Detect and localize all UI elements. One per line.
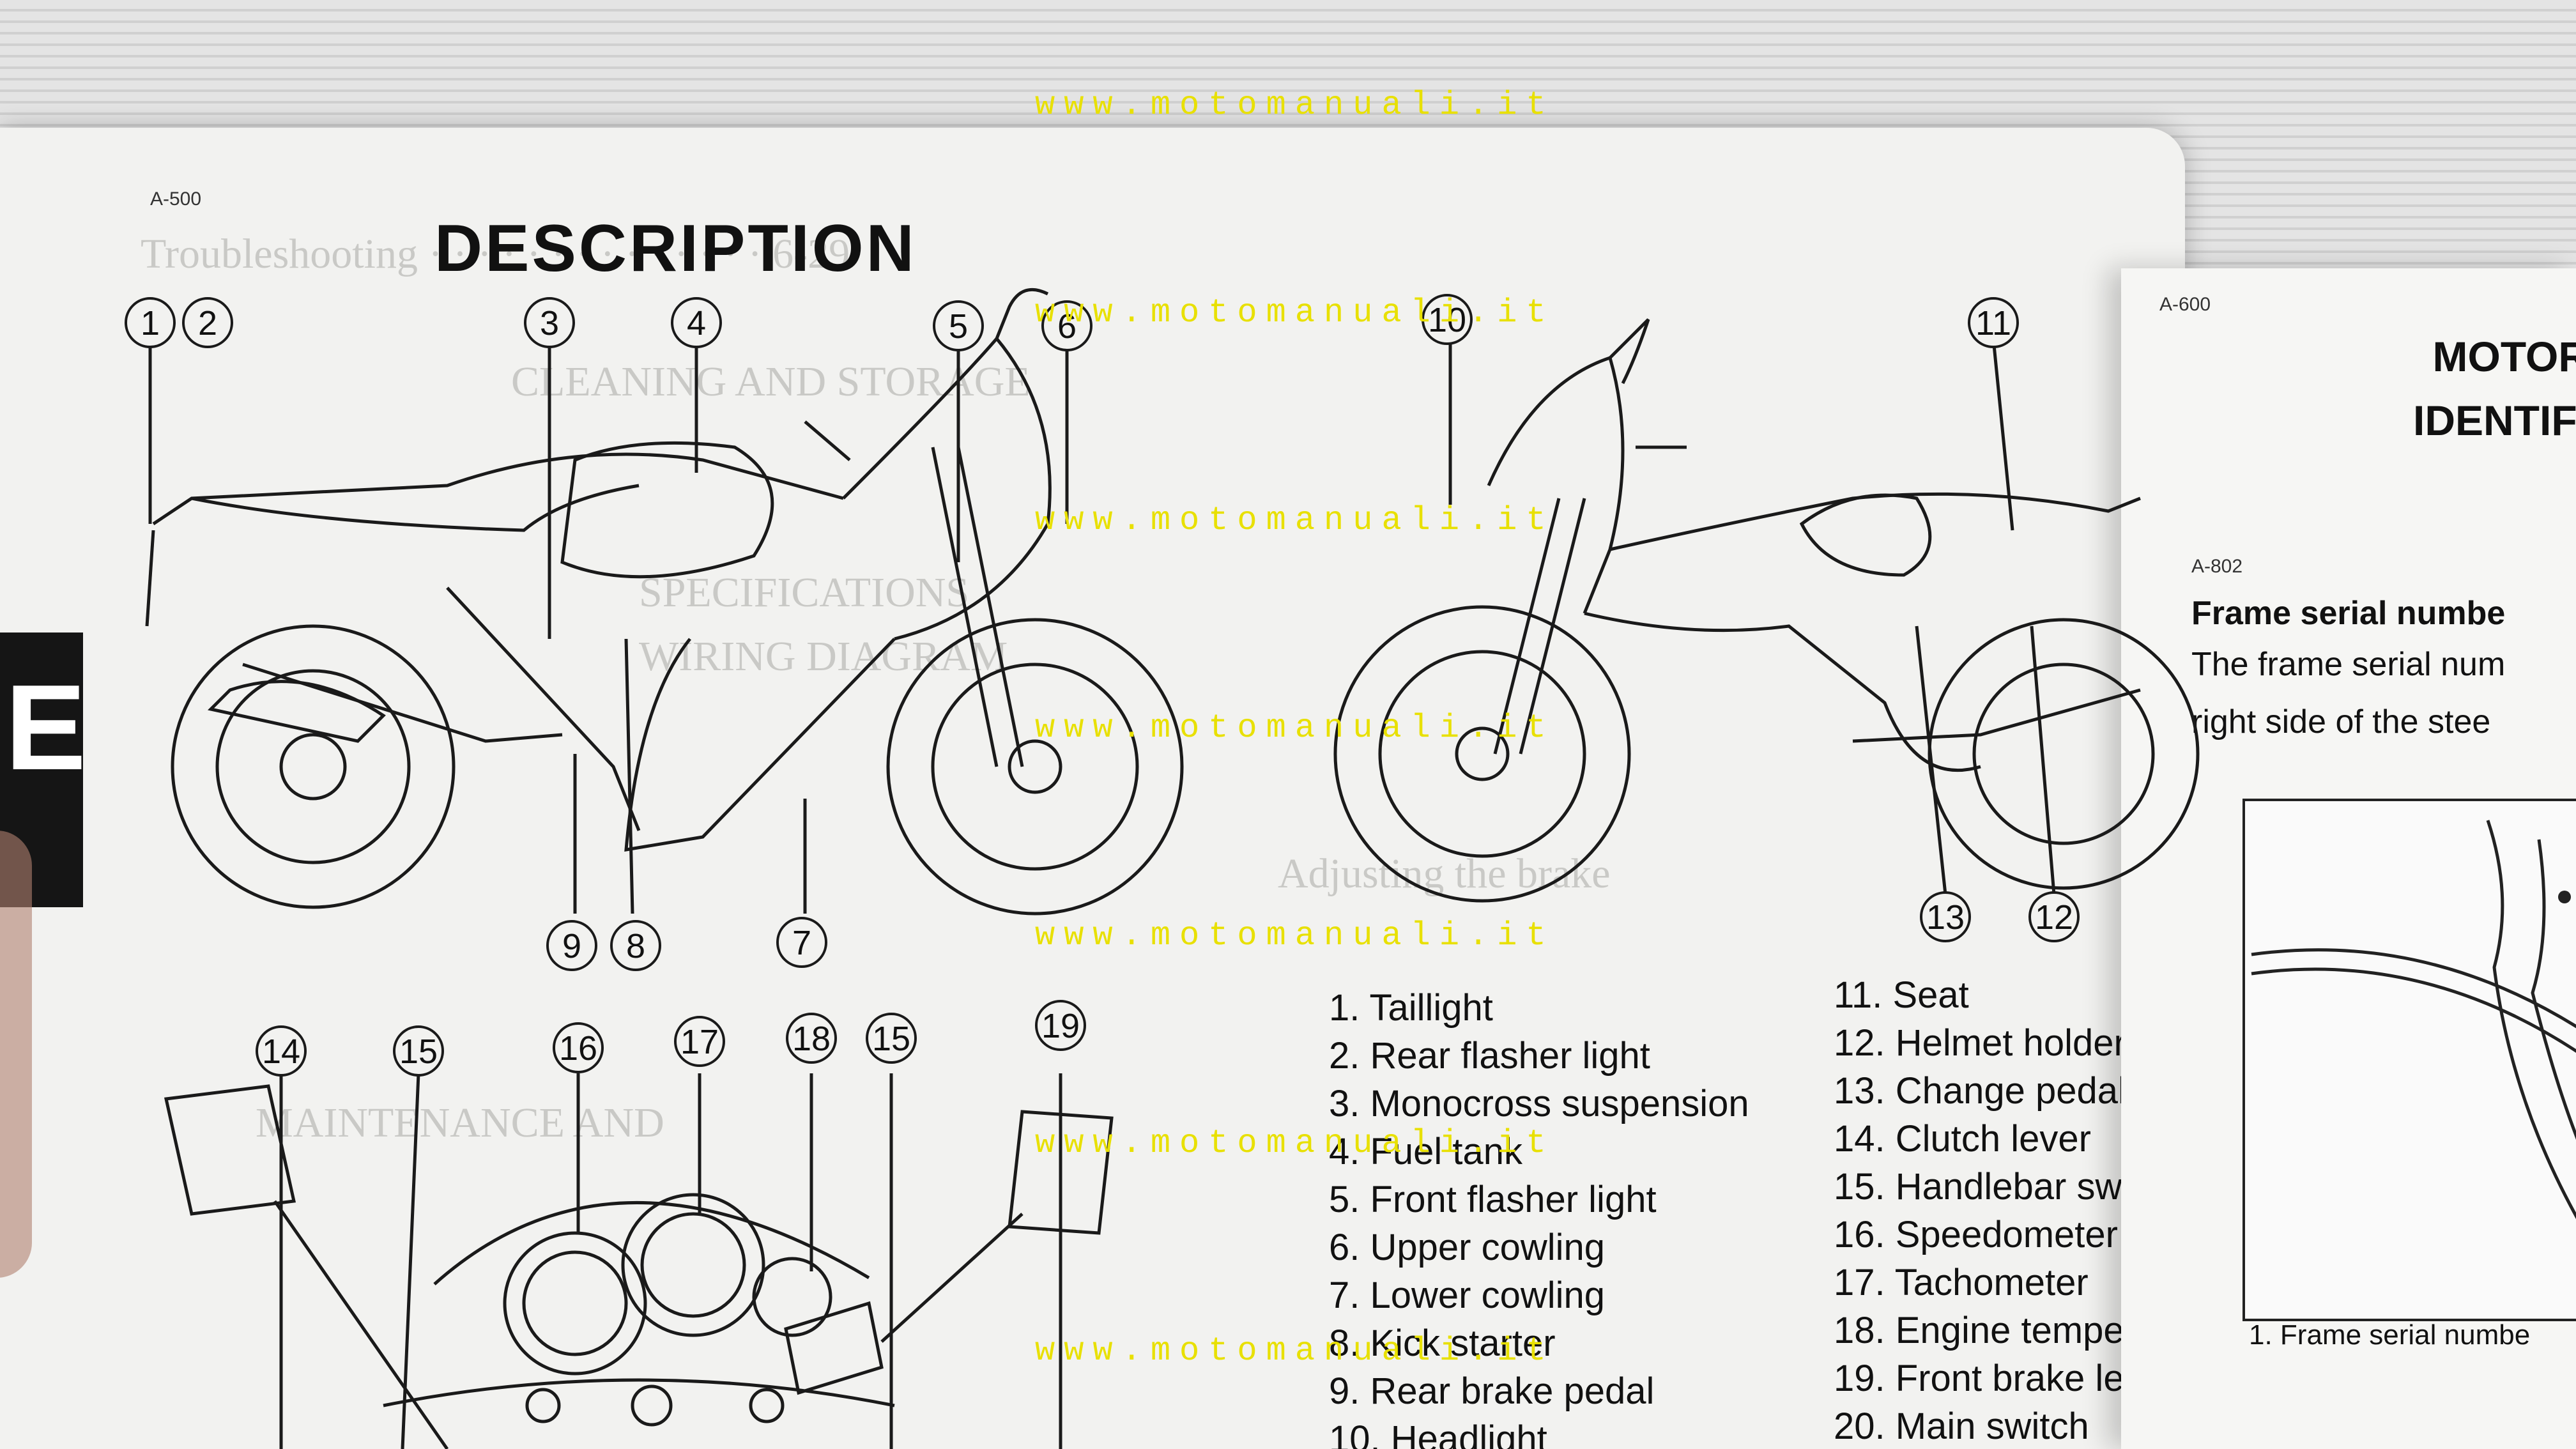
- body-text: right side of the stee: [2191, 703, 2491, 740]
- finger-thumb: [0, 831, 32, 1278]
- legend-item: 8. Kick starter: [1329, 1322, 1556, 1364]
- callout-marker: [933, 300, 984, 351]
- body-text: The frame serial num: [2191, 646, 2506, 683]
- legend-item: 3. Monocross suspension: [1329, 1083, 1749, 1124]
- legend-column-right: 11. Seat 12. Helmet holder 13. Change pe…: [1834, 971, 2185, 1449]
- legend-item: 19. Front brake lever: [1834, 1358, 2176, 1399]
- section-code: A-802: [2191, 556, 2243, 577]
- watermark-text: www.motomanuali.it: [1035, 1124, 1555, 1162]
- page-code: A-600: [2159, 294, 2211, 315]
- legend-item: 17. Tachometer: [1834, 1262, 2089, 1303]
- manual-left-page: Troubleshooting · · · · · · · · · · · · …: [0, 128, 2185, 1449]
- bleed-through-text: Troubleshooting · · · · · · · · · · · · …: [141, 231, 850, 277]
- callout-number: 11: [1975, 304, 2011, 342]
- callout-number: 17: [680, 1023, 719, 1061]
- legend-item: 11. Seat: [1834, 974, 1969, 1016]
- callout-marker: [393, 1025, 444, 1077]
- bleed-through-text: Adjusting the brake: [1278, 850, 1611, 897]
- page-code: A-500: [150, 188, 202, 210]
- frame-drawing: [2251, 820, 2576, 1220]
- callout-number: 13: [1926, 898, 1965, 937]
- callout-marker: [671, 297, 722, 348]
- motorcycle-right-view: [1333, 318, 2200, 903]
- legend-item: 14. Clutch lever: [1834, 1118, 2091, 1160]
- callout-number: 7: [792, 924, 811, 962]
- callout-marker: [674, 1016, 725, 1067]
- legend-item: 4. Fuel tank: [1329, 1131, 1523, 1172]
- legend-item: 16. Speedometer: [1834, 1214, 2118, 1255]
- legend-item: 7. Lower cowling: [1329, 1275, 1605, 1316]
- legend-item: 5. Front flasher light: [1329, 1179, 1657, 1220]
- legend-item: 9. Rear brake pedal: [1329, 1370, 1655, 1412]
- legend-item: 1. Taillight: [1329, 987, 1493, 1029]
- callout-number: 19: [1041, 1007, 1080, 1045]
- callout-labels: 1 2 3 4 5 6 7 8 9 10 11 12 13 14 15 16 1…: [141, 301, 2073, 1071]
- callout-marker: [546, 920, 597, 971]
- right-title-line-1: MOTOR: [2432, 333, 2576, 380]
- callout-marker: [256, 1025, 307, 1077]
- callout-marker: [610, 920, 661, 971]
- section-tab-letter: E: [5, 660, 86, 795]
- bleed-through-text: SPECIFICATIONS: [639, 569, 970, 616]
- callout-marker: [1035, 1000, 1086, 1051]
- callout-markers: [125, 294, 2080, 1077]
- right-title-line-2: IDENTIFI: [2413, 397, 2576, 444]
- callout-marker: [125, 297, 176, 348]
- callout-number: 9: [562, 927, 581, 965]
- callout-number: 4: [687, 304, 706, 342]
- callout-number: 15: [872, 1020, 910, 1058]
- legend-item: 2. Rear flasher light: [1329, 1035, 1650, 1077]
- callout-marker: [866, 1013, 917, 1064]
- callout-number: 6: [1057, 307, 1077, 346]
- callout-marker: [776, 917, 827, 968]
- bleed-through-text: MAINTENANCE AND: [256, 1100, 664, 1146]
- frame-serial-illustration: [2242, 799, 2576, 1321]
- callout-marker: [1041, 300, 1092, 351]
- callout-number: 18: [792, 1020, 831, 1058]
- callout-number: 5: [949, 307, 968, 346]
- callout-marker: [524, 297, 575, 348]
- callout-number: 14: [262, 1032, 300, 1071]
- bleed-through-text: WIRING DIAGRAM: [639, 633, 1008, 680]
- watermark-text: www.motomanuali.it: [1035, 86, 1555, 124]
- legend-item: 10. Headlight: [1329, 1418, 1547, 1449]
- section-title: Frame serial numbe: [2191, 595, 2506, 632]
- callout-number: 3: [540, 304, 559, 342]
- watermark-text: www.motomanuali.it: [1035, 1332, 1555, 1370]
- callout-marker: [1422, 294, 1473, 345]
- legend-column-left: 1. Taillight 2. Rear flasher light 3. Mo…: [1329, 984, 1749, 1449]
- page-title: DESCRIPTION: [434, 211, 917, 286]
- watermark-text: www.motomanuali.it: [1035, 502, 1555, 539]
- watermark-text: www.motomanuali.it: [1035, 917, 1555, 954]
- callout-number: 8: [626, 927, 645, 965]
- cockpit-view: [164, 1084, 1114, 1449]
- callout-number: 15: [399, 1032, 438, 1071]
- callout-number: 1: [141, 304, 160, 342]
- callout-marker: [182, 297, 233, 348]
- watermark-text: www.motomanuali.it: [1035, 709, 1555, 747]
- callout-marker: [2028, 891, 2080, 942]
- watermark-text: www.motomanuali.it: [1035, 294, 1555, 332]
- manual-right-page: A-600 MOTOR IDENTIFI A-802 Frame serial …: [2121, 268, 2576, 1449]
- callout-number: 10: [1428, 301, 1466, 339]
- legend-item: 13. Change pedal: [1834, 1070, 2126, 1112]
- legend-item: 12. Helmet holder: [1834, 1022, 2126, 1064]
- callout-marker: [786, 1013, 837, 1064]
- callout-marker: [1968, 297, 2019, 348]
- callout-marker: [1920, 891, 1971, 942]
- callout-number: 2: [198, 304, 217, 342]
- callout-number: 12: [2035, 898, 2073, 937]
- callout-number: 16: [559, 1029, 597, 1068]
- legend-item: 6. Upper cowling: [1329, 1227, 1605, 1268]
- callout-marker: [553, 1022, 604, 1073]
- figure-caption: 1. Frame serial numbe: [2249, 1319, 2531, 1351]
- motorcycle-left-view: [145, 288, 1184, 916]
- legend-item: 20. Main switch: [1834, 1406, 2089, 1447]
